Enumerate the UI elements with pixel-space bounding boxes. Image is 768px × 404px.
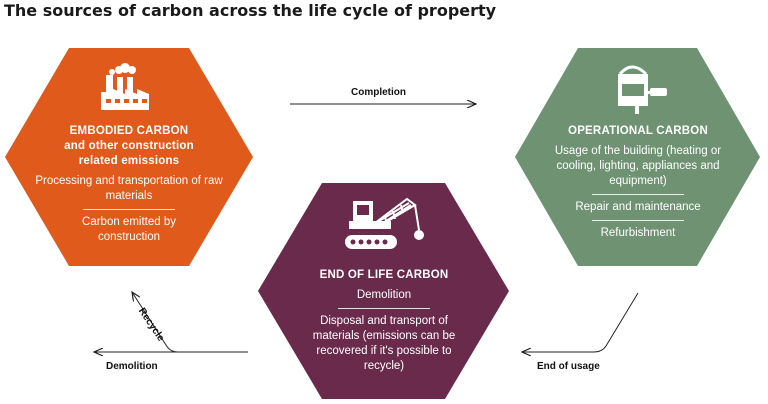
embodied-heading-2: and other construction	[64, 140, 194, 152]
page-title: The sources of carbon across the life cy…	[4, 1, 497, 20]
crane-wrecking-ball-icon	[345, 197, 424, 249]
operational-item-3: Refurbishment	[600, 227, 676, 239]
end-of-life-heading: END OF LIFE CARBON	[319, 269, 449, 281]
operational-item-1: Usage of the building (heating or coolin…	[554, 145, 722, 187]
demolition-label: Demolition	[106, 361, 158, 372]
operational-divider-1	[592, 194, 684, 195]
embodied-carbon-hexagon	[5, 48, 253, 266]
end-of-life-carbon-hexagon	[258, 183, 509, 399]
end-of-usage-arrow	[522, 292, 639, 352]
end-of-life-item-2: Disposal and transport of materials (emi…	[312, 315, 456, 372]
embodied-item-1: Processing and transportation of raw mat…	[35, 175, 223, 202]
embodied-item-2: Carbon emitted by construction	[82, 216, 176, 243]
factory-icon	[101, 63, 149, 110]
operational-divider-2	[592, 220, 684, 221]
end-of-usage-label: End of usage	[537, 361, 600, 372]
embodied-divider	[83, 209, 175, 210]
completion-label: Completion	[351, 87, 406, 98]
embodied-heading-3: related emissions	[78, 155, 180, 167]
end-of-life-carbon-text: END OF LIFE CARBON Demolition Disposal a…	[293, 268, 475, 374]
operational-carbon-hexagon	[515, 48, 760, 266]
recycle-arrow	[132, 292, 179, 353]
paint-bucket-roller-icon	[618, 65, 667, 114]
operational-heading: OPERATIONAL CARBON	[568, 125, 708, 137]
end-of-life-divider	[338, 308, 430, 309]
embodied-carbon-text: EMBODIED CARBON and other construction r…	[34, 124, 224, 245]
end-of-life-item-1: Demolition	[356, 289, 412, 301]
operational-carbon-text: OPERATIONAL CARBON Usage of the building…	[547, 124, 729, 241]
embodied-heading-1: EMBODIED CARBON	[69, 125, 189, 137]
operational-item-2: Repair and maintenance	[575, 201, 701, 213]
